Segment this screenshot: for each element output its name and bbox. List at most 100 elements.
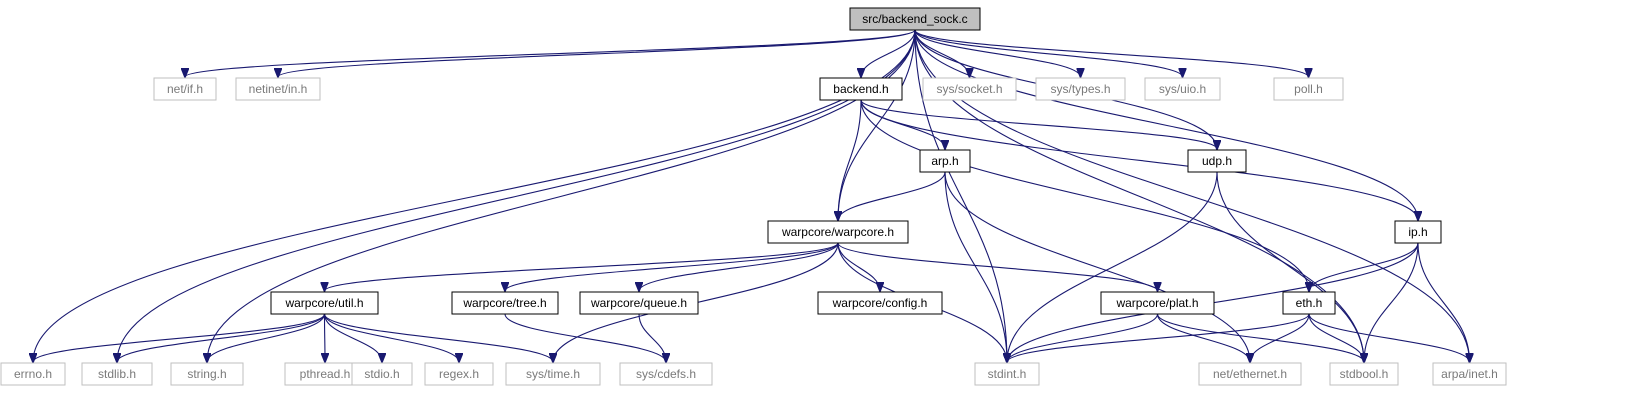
edge-backend-sock-to-stdint (914, 29, 1007, 362)
node-box (1100, 291, 1215, 315)
edge-backend-to-warpcore (838, 99, 862, 220)
node-plat[interactable]: warpcore/plat.h (1100, 291, 1215, 315)
node-backend[interactable]: backend.h (819, 77, 903, 101)
node-label: warpcore/queue.h (590, 296, 687, 310)
edge-line (1308, 313, 1364, 362)
node-label: arpa/inet.h (1441, 367, 1498, 381)
node-box (1198, 362, 1302, 386)
edge-util-to-errno (33, 313, 326, 362)
node-box (849, 7, 981, 31)
node-box (922, 77, 1017, 101)
node-errno: errno.h (0, 362, 66, 386)
edge-line (504, 313, 666, 362)
edge-line (860, 99, 1418, 220)
node-poll: poll.h (1273, 77, 1344, 101)
node-label: sys/uio.h (1159, 82, 1206, 96)
edge-line (914, 29, 1007, 362)
node-config[interactable]: warpcore/config.h (817, 291, 943, 315)
edge-line (638, 313, 666, 362)
node-sys-cdefs: sys/cdefs.h (619, 362, 713, 386)
node-label: warpcore/plat.h (1115, 296, 1198, 310)
node-box (767, 220, 909, 244)
node-box (579, 291, 699, 315)
edge-line (914, 29, 1183, 77)
node-arpa-inet: arpa/inet.h (1432, 362, 1507, 386)
node-backend-sock[interactable]: src/backend_sock.c (849, 7, 981, 31)
node-label: regex.h (439, 367, 479, 381)
node-tree[interactable]: warpcore/tree.h (451, 291, 559, 315)
node-netinet-in: netinet/in.h (235, 77, 321, 101)
edge-line (837, 242, 1158, 291)
node-label: sys/cdefs.h (636, 367, 696, 381)
edge-line (944, 171, 1007, 362)
edge-line (1007, 313, 1310, 362)
edge-backend-to-udp (860, 99, 1217, 149)
edge-udp-to-stdint (1007, 171, 1218, 362)
edge-line (325, 242, 839, 291)
node-label: sys/time.h (526, 367, 580, 381)
edge-backend-sock-to-sys-socket (914, 29, 970, 77)
node-warpcore[interactable]: warpcore/warpcore.h (767, 220, 909, 244)
node-string: string.h (170, 362, 244, 386)
node-box (974, 362, 1040, 386)
edge-line (1007, 171, 1218, 362)
node-sys-types: sys/types.h (1035, 77, 1126, 101)
node-label: backend.h (833, 82, 888, 96)
node-sys-uio: sys/uio.h (1144, 77, 1221, 101)
node-box (170, 362, 244, 386)
node-box (235, 77, 321, 101)
node-label: eth.h (1296, 296, 1323, 310)
node-label: warpcore/warpcore.h (781, 225, 894, 239)
edge-plat-to-net-ethernet (1156, 313, 1251, 362)
node-queue[interactable]: warpcore/queue.h (579, 291, 699, 315)
edge-plat-to-stdint (1007, 313, 1159, 362)
node-box (505, 362, 601, 386)
edge-util-to-pthread (325, 313, 326, 362)
node-box (1394, 220, 1442, 244)
node-sys-time: sys/time.h (505, 362, 601, 386)
edge-line (914, 29, 1309, 77)
edge-backend-sock-to-backend (861, 29, 916, 77)
node-label: net/ethernet.h (1213, 367, 1287, 381)
edge-warpcore-to-tree (505, 242, 839, 291)
edge-warpcore-to-util (325, 242, 839, 291)
node-arp[interactable]: arp.h (919, 149, 971, 173)
node-util[interactable]: warpcore/util.h (270, 291, 379, 315)
node-box (153, 77, 217, 101)
edge-warpcore-to-config (837, 242, 880, 291)
node-label: src/backend_sock.c (862, 12, 967, 26)
node-udp[interactable]: udp.h (1187, 149, 1247, 173)
edge-line (838, 171, 946, 220)
edge-line (323, 313, 383, 362)
edge-line (860, 99, 1309, 291)
edge-backend-sock-to-sys-uio (914, 29, 1183, 77)
edge-line (639, 242, 839, 291)
edge-ip-to-eth (1309, 242, 1419, 291)
node-label: stdint.h (988, 367, 1027, 381)
node-box (919, 149, 971, 173)
node-box (1035, 77, 1126, 101)
edge-line (1156, 313, 1365, 362)
edge-line (1364, 242, 1419, 362)
edge-util-to-regex (323, 313, 460, 362)
node-eth[interactable]: eth.h (1282, 291, 1336, 315)
edge-backend-sock-to-sys-types (914, 29, 1081, 77)
edge-ip-to-arpa-inet (1417, 242, 1470, 362)
edge-line (1309, 242, 1419, 291)
node-box (0, 362, 66, 386)
node-box (619, 362, 713, 386)
edge-line (1308, 313, 1470, 362)
edge-backend-to-eth (860, 99, 1309, 291)
edge-eth-to-stdint (1007, 313, 1310, 362)
node-label: stdlib.h (98, 367, 136, 381)
edge-line (838, 29, 916, 220)
edge-warpcore-to-queue (639, 242, 839, 291)
edge-arp-to-warpcore (838, 171, 946, 220)
edge-line (278, 29, 916, 77)
edge-line (838, 99, 862, 220)
node-label: errno.h (14, 367, 52, 381)
edge-backend-sock-to-ip (914, 29, 1418, 220)
node-box (819, 77, 903, 101)
node-ip[interactable]: ip.h (1394, 220, 1442, 244)
